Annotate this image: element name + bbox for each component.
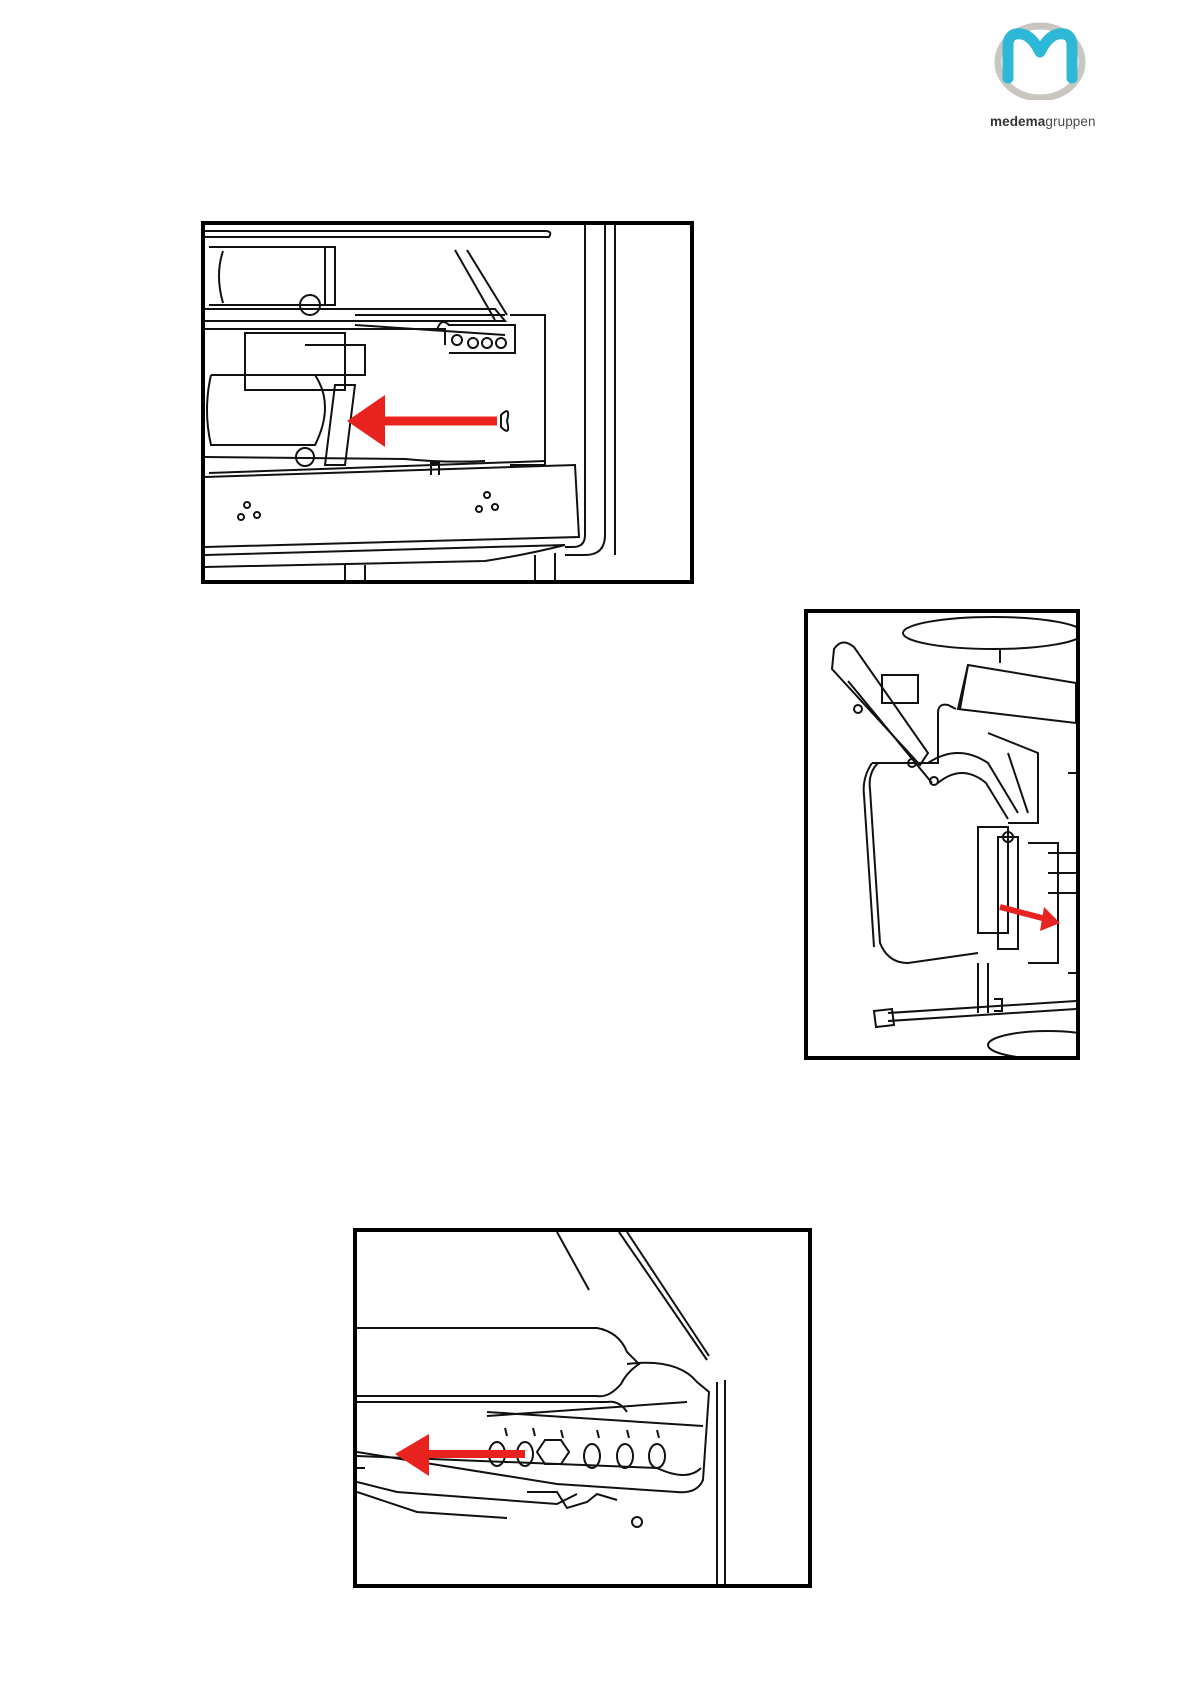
machine-adjustment-holes-diagram-icon: [357, 1232, 808, 1584]
machine-arm-linkage-diagram-icon: [808, 613, 1076, 1056]
logo-brand-light: gruppen: [1045, 114, 1095, 129]
logo-brand-bold: medema: [990, 114, 1045, 129]
medema-logo-mark-icon: [988, 20, 1092, 100]
machine-roller-bracket-diagram-icon: [205, 225, 690, 580]
figure-arm-linkage: [804, 609, 1080, 1060]
figure-roller-bracket: [201, 221, 694, 584]
figure-adjustment-holes: [353, 1228, 812, 1588]
logo-wordmark: medemagruppen: [990, 114, 1096, 129]
company-logo: medemagruppen: [978, 20, 1104, 132]
